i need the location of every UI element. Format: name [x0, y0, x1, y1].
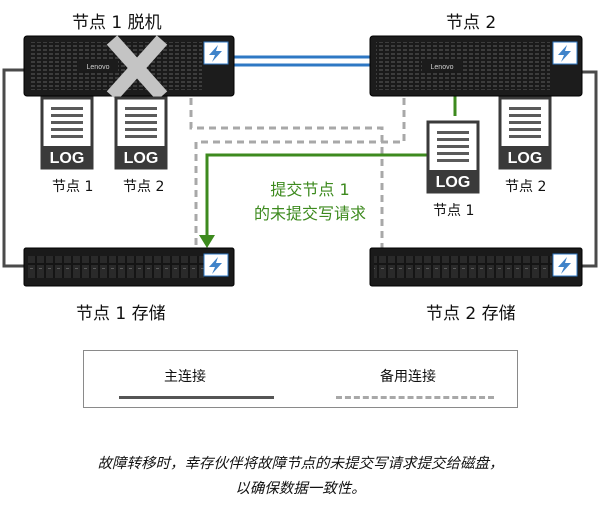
- node2-controller: Lenovo: [369, 35, 583, 97]
- lightning-bolt-icon: [209, 257, 222, 274]
- legend: 主连接 备用连接: [83, 350, 518, 408]
- node1-log-a-label: 节点 1: [52, 179, 94, 195]
- node2-title: 节点 2: [446, 13, 497, 33]
- log-document-icon: LOG: [114, 96, 168, 170]
- backup-path-node2-to-storage1: [194, 98, 406, 258]
- caption-line2: 以确保数据一致性。: [235, 481, 366, 497]
- lightning-bolt-icon: [558, 45, 571, 62]
- node2-log-a-label: 节点 1: [433, 203, 475, 219]
- node1-primary-loop: [2, 68, 29, 268]
- arrow-down-icon: [199, 235, 215, 248]
- log-text: LOG: [124, 150, 159, 167]
- node2-primary-loop: [582, 70, 598, 268]
- node1-title: 节点 1 脱机: [72, 13, 162, 33]
- backup-path-node1-to-storage2: [189, 98, 384, 258]
- legend-backup-line: [336, 396, 494, 399]
- legend-primary-line: [119, 396, 274, 399]
- lightning-bolt-icon: [209, 45, 222, 62]
- log-text: LOG: [508, 150, 543, 167]
- node1-storage-label: 节点 1 存储: [76, 304, 166, 324]
- log-text: LOG: [436, 174, 471, 191]
- node1-storage-shelf: [23, 247, 235, 287]
- commit-annotation-line1: 提交节点 1: [270, 180, 350, 199]
- node1-log-b-label: 节点 2: [123, 179, 165, 195]
- commit-annotation-line2: 的未提交写请求: [253, 204, 366, 223]
- caption: 故障转移时，幸存伙伴将故障节点的未提交写请求提交给磁盘， 以确保数据一致性。: [0, 452, 601, 502]
- log-document-icon: LOG: [498, 96, 552, 170]
- svg-text:Lenovo: Lenovo: [87, 64, 110, 71]
- caption-line1: 故障转移时，幸存伙伴将故障节点的未提交写请求提交给磁盘，: [97, 456, 504, 472]
- x-mark-icon: [106, 35, 168, 101]
- node2-storage-shelf: [369, 247, 583, 287]
- log-document-icon: LOG: [426, 120, 480, 194]
- legend-backup-label: 备用连接: [380, 369, 436, 385]
- lightning-bolt-icon: [558, 257, 571, 274]
- node2-log-b-label: 节点 2: [505, 179, 547, 195]
- log-text: LOG: [50, 150, 85, 167]
- node2-storage-label: 节点 2 存储: [426, 304, 516, 324]
- log-document-icon: LOG: [40, 96, 94, 170]
- commit-annotation: 提交节点 1 的未提交写请求: [230, 178, 390, 226]
- commit-path-main: [205, 153, 428, 237]
- legend-primary-label: 主连接: [164, 369, 206, 385]
- svg-text:Lenovo: Lenovo: [431, 64, 454, 71]
